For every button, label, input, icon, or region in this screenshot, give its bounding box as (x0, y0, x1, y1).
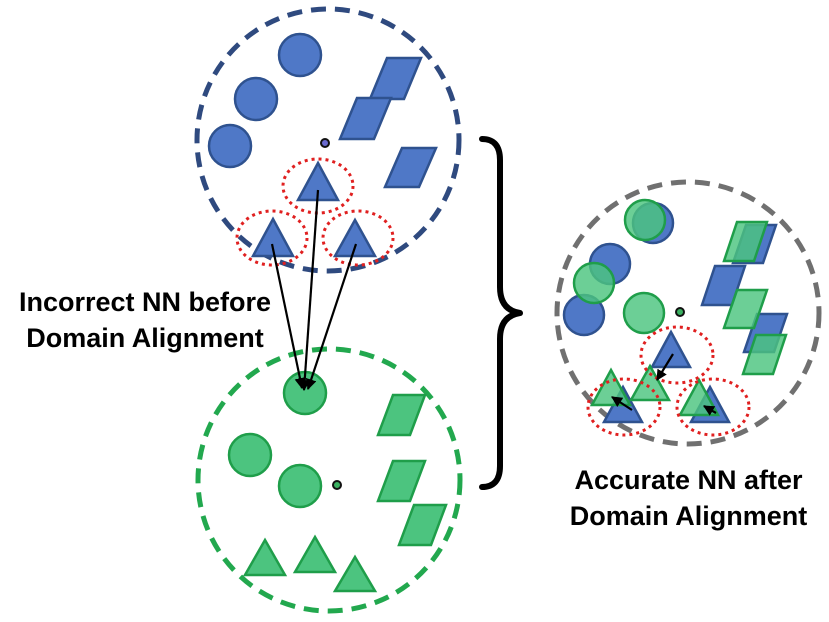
neighborhood-ring (281, 157, 355, 215)
caption-line: Domain Alignment (569, 501, 808, 531)
nn-arrow (299, 189, 320, 392)
target-parallelogram (376, 459, 427, 503)
aligned-target-parallelogram (722, 288, 769, 330)
aligned-domain-boundary (554, 179, 822, 447)
accurate-nn-arrows (611, 353, 717, 416)
nn-arrow (703, 405, 717, 416)
target-domain-boundary (195, 346, 463, 614)
target-triangle (292, 534, 338, 574)
target-triangle (242, 537, 288, 577)
source-domain (194, 6, 462, 274)
aligned-source-triangle (649, 329, 693, 369)
centroid-dot-icon (675, 307, 685, 317)
nn-arrow (305, 243, 358, 391)
target-circle (277, 463, 323, 509)
incorrect-nn-arrows (270, 189, 358, 392)
aligned-domain (554, 179, 822, 447)
caption-line: Domain Alignment (26, 323, 264, 353)
neighborhood-ring (235, 209, 309, 267)
nn-arrow (611, 396, 633, 411)
centroid-dot-icon (320, 138, 330, 148)
target-circle (227, 432, 273, 478)
target-parallelogram (397, 503, 448, 547)
source-parallelogram (368, 56, 423, 101)
target-triangle (332, 554, 378, 593)
source-triangle (332, 217, 378, 258)
aligned-target-parallelogram (741, 333, 788, 376)
curly-brace-icon (479, 136, 523, 490)
neighborhood-ring (639, 325, 715, 385)
aligned-target-triangle (589, 367, 633, 407)
target-domain (195, 346, 463, 614)
neighborhood-ring (321, 209, 395, 267)
source-triangle (250, 216, 296, 258)
aligned-target-circle (572, 261, 616, 305)
accurate-nn-caption: Accurate NN after Domain Alignment (548, 462, 829, 534)
caption-line: Accurate NN after (574, 465, 803, 495)
nn-arrow (270, 243, 306, 390)
source-circle (207, 123, 253, 169)
source-domain-boundary (194, 6, 462, 274)
aligned-target-circle (622, 291, 666, 335)
source-circle (277, 32, 323, 78)
nn-arrow (656, 353, 674, 381)
aligned-target-parallelogram (722, 220, 769, 263)
source-parallelogram (383, 146, 438, 189)
neighborhood-ring (586, 377, 662, 437)
neighborhood-ring (675, 377, 751, 437)
centroid-dot-icon (332, 480, 342, 490)
incorrect-nn-caption: Incorrect NN before Domain Alignment (0, 284, 290, 356)
aligned-target-circle (623, 198, 667, 242)
source-parallelogram (338, 96, 393, 141)
source-circle (233, 76, 279, 122)
caption-line: Incorrect NN before (18, 287, 272, 317)
target-parallelogram (376, 393, 427, 437)
